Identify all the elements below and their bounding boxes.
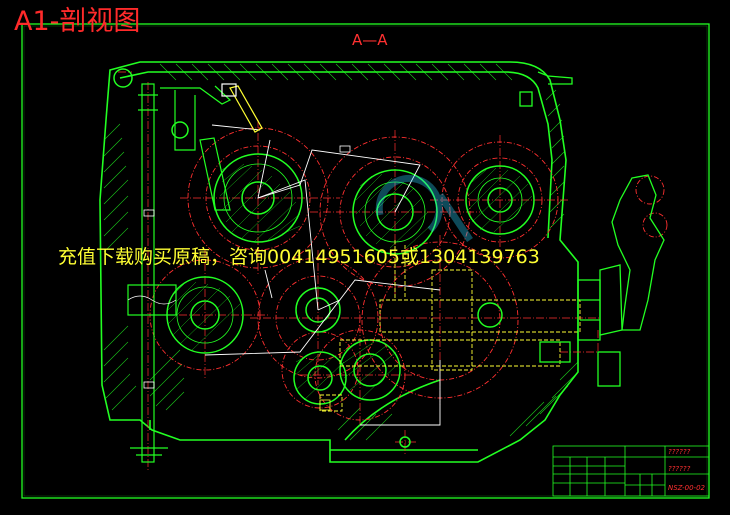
sheet-inner-frame [23, 25, 708, 497]
overlay-banner-text: 充值下载购买原稿，咨询0041495160­5或1304139763 [58, 246, 540, 268]
sheet-title: A1-剖视图 [14, 6, 141, 37]
watermark-logo [375, 174, 473, 242]
left-vertical-shaft [127, 83, 177, 463]
title-block [552, 445, 710, 497]
right-lever-assembly [519, 71, 665, 387]
center-lines [118, 71, 610, 470]
sheet-border [21, 23, 710, 499]
section-hatching [103, 63, 579, 441]
title-block-drawing-number: NSZ-00-02 [668, 484, 705, 492]
top-lever-linkage [160, 83, 263, 211]
gear-tooth-hatching [167, 159, 533, 401]
hidden-shaft-lines [319, 240, 581, 412]
section-view-label: A—A [352, 31, 388, 49]
title-block-label-1: ?????? [668, 448, 691, 456]
linkage-lines [204, 124, 441, 426]
bolt-markers [143, 145, 351, 411]
title-block-label-2: ?????? [668, 465, 691, 473]
